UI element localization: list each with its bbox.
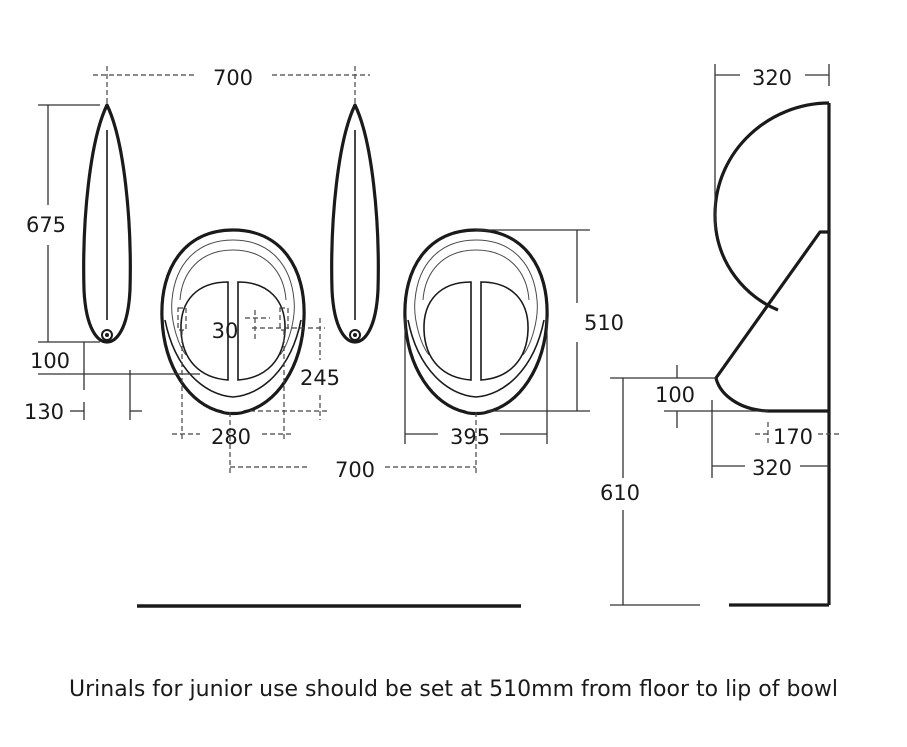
dim-floor-to-lip: 610 <box>600 481 640 505</box>
dim-height-overall: 675 <box>26 213 66 237</box>
dim-top-spacing: 700 <box>213 66 253 90</box>
dim-waste-offset-side: 100 <box>30 349 70 373</box>
dimension-lines <box>38 64 842 606</box>
dim-side-depth-top: 320 <box>752 66 792 90</box>
urinal-side-section <box>713 101 831 607</box>
dim-bottom-spacing: 700 <box>335 458 375 482</box>
dim-waste-projection: 170 <box>773 425 813 449</box>
dim-bowl-width: 395 <box>450 425 490 449</box>
dim-waste-centres: 280 <box>211 425 251 449</box>
urinal-front-right <box>403 228 549 416</box>
dim-bowl-height: 510 <box>584 311 624 335</box>
installation-note: Urinals for junior use should be set at … <box>69 677 838 702</box>
dim-side-depth-bottom: 320 <box>752 456 792 480</box>
dim-side-projection: 130 <box>24 400 64 424</box>
urinal-profile-middle <box>330 103 380 344</box>
dim-lip-offset: 100 <box>655 383 695 407</box>
dim-waste-inset: 30 <box>212 319 239 343</box>
dim-waste-height: 245 <box>300 366 340 390</box>
urinal-profile-left <box>82 103 132 344</box>
